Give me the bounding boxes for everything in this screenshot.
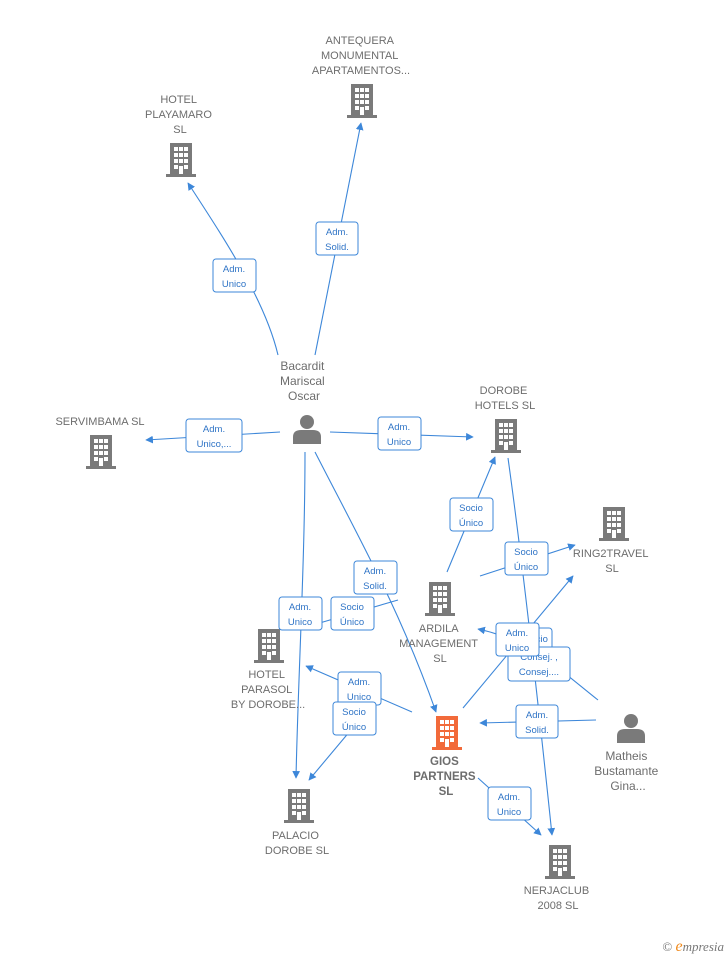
relation-label[interactable]: Adm.Unico xyxy=(212,258,257,293)
node-parasol[interactable]: HOTEL PARASOL BY DOROBE... xyxy=(231,629,305,711)
building-icon xyxy=(254,629,284,663)
node-playamaro-label: HOTEL PLAYAMARO SL xyxy=(145,94,215,136)
svg-text:Adm.Unico,...: Adm.Unico,... xyxy=(197,424,232,450)
node-matheis[interactable]: Matheis Bustamante Gina... xyxy=(594,714,661,793)
building-icon xyxy=(166,143,196,177)
svg-text:Adm.Unico: Adm.Unico xyxy=(347,677,371,703)
relation-label[interactable]: Adm.Unico xyxy=(495,622,540,657)
node-servimbama[interactable]: SERVIMBAMA SL xyxy=(55,416,145,469)
node-parasol-label: HOTEL PARASOL BY DOROBE... xyxy=(231,669,305,711)
footer-brand: © empresia xyxy=(662,938,724,956)
svg-text:Adm.Unico: Adm.Unico xyxy=(222,264,246,290)
node-palacio-label: PALACIO DOROBE SL xyxy=(265,830,329,857)
relation-label[interactable]: Adm.Unico,... xyxy=(185,418,243,453)
building-icon xyxy=(425,582,455,616)
building-icon-main xyxy=(432,716,462,750)
person-icon xyxy=(293,415,321,444)
svg-text:Adm.Solid.: Adm.Solid. xyxy=(325,227,349,253)
brand-name: mpresia xyxy=(682,939,724,954)
building-icon xyxy=(599,507,629,541)
node-ring2travel[interactable]: RING2TRAVEL SL xyxy=(573,507,651,575)
svg-text:Adm.Unico: Adm.Unico xyxy=(387,422,411,448)
node-playamaro[interactable]: HOTEL PLAYAMARO SL xyxy=(145,94,215,177)
svg-text:Consej. ,Consej....: Consej. ,Consej.... xyxy=(519,652,559,678)
node-nerjaclub[interactable]: NERJACLUB 2008 SL xyxy=(524,845,592,912)
node-ardila-label: ARDILA MANAGEMENT SL xyxy=(399,623,481,665)
node-bacardit[interactable]: Bacardit Mariscal Oscar xyxy=(280,359,328,444)
node-dorobe-hotels[interactable]: DOROBE HOTELS SL xyxy=(475,385,536,453)
copyright-icon: © xyxy=(662,939,673,954)
node-palacio[interactable]: PALACIO DOROBE SL xyxy=(265,789,329,857)
svg-text:Adm.Solid.: Adm.Solid. xyxy=(363,566,387,592)
node-gios-partners[interactable]: GIOS PARTNERS SL xyxy=(413,716,479,798)
node-ardila[interactable]: ARDILA MANAGEMENT SL xyxy=(399,582,481,665)
node-nerjaclub-label: NERJACLUB 2008 SL xyxy=(524,885,592,912)
building-icon xyxy=(347,84,377,118)
building-icon xyxy=(491,419,521,453)
relation-label[interactable]: Adm.Unico xyxy=(337,671,382,706)
node-antequera-label: ANTEQUERA MONUMENTAL APARTAMENTOS... xyxy=(312,35,410,77)
relation-label[interactable]: Adm.Solid. xyxy=(315,221,359,256)
node-antequera[interactable]: ANTEQUERA MONUMENTAL APARTAMENTOS... xyxy=(312,35,410,118)
building-icon xyxy=(86,435,116,469)
relation-labels: Adm.Solid. Adm.Unico Adm.Unico,... Adm.U… xyxy=(185,221,571,821)
svg-text:Adm.Unico: Adm.Unico xyxy=(288,602,312,628)
building-icon xyxy=(284,789,314,823)
node-dorobe-hotels-label: DOROBE HOTELS SL xyxy=(475,385,536,412)
nodes: ANTEQUERA MONUMENTAL APARTAMENTOS... HOT… xyxy=(55,35,661,912)
node-gios-label: GIOS PARTNERS SL xyxy=(413,756,479,798)
relation-label[interactable]: Adm.Unico xyxy=(278,596,323,631)
relation-label[interactable]: Adm.Solid. xyxy=(515,704,559,739)
node-matheis-label: Matheis Bustamante Gina... xyxy=(594,749,661,793)
node-bacardit-label: Bacardit Mariscal Oscar xyxy=(280,359,328,403)
svg-text:Adm.Unico: Adm.Unico xyxy=(497,792,521,818)
svg-text:Adm.Solid.: Adm.Solid. xyxy=(525,710,549,736)
person-icon xyxy=(617,714,645,743)
relation-label[interactable]: Adm.Unico xyxy=(377,416,422,451)
svg-text:Adm.Unico: Adm.Unico xyxy=(505,628,529,654)
brand-initial: e xyxy=(675,938,683,955)
node-ring2travel-label: RING2TRAVEL SL xyxy=(573,548,651,575)
node-servimbama-label: SERVIMBAMA SL xyxy=(55,416,144,428)
relation-label[interactable]: Adm.Solid. xyxy=(353,560,398,595)
relation-label[interactable]: Adm.Unico xyxy=(487,786,532,821)
building-icon xyxy=(545,845,575,879)
